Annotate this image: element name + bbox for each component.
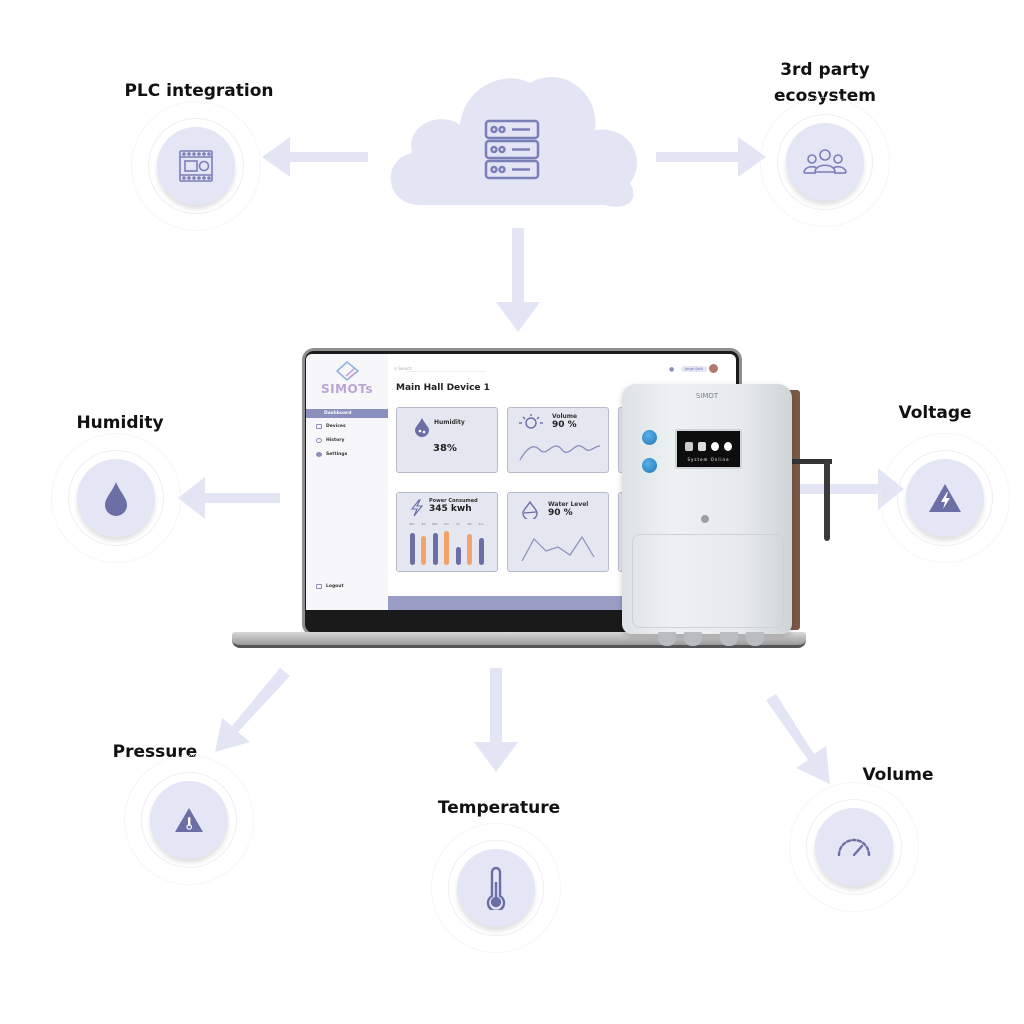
ecosystem-node: [760, 97, 890, 227]
voltage-node: [880, 433, 1010, 563]
humidity-drop-icon: [415, 418, 429, 437]
power-day-label: Sat: [467, 523, 472, 526]
power-bar: [421, 536, 426, 565]
arrow-to-voltage: [800, 468, 904, 510]
arrow-to-pressure: [215, 668, 290, 752]
page-title: Main Hall Device 1: [396, 383, 490, 393]
gauge-icon: [837, 838, 871, 857]
device-display: System Online: [675, 429, 742, 469]
device-button-2[interactable]: [642, 458, 657, 473]
water-drop-icon: [105, 482, 127, 516]
power-day-label: Wed: [432, 523, 438, 526]
power-day-label: Tue: [421, 523, 426, 526]
volume-node: [789, 782, 919, 912]
notification-bell-icon[interactable]: ●: [669, 366, 675, 373]
plc-module-icon: [179, 150, 213, 182]
search-input[interactable]: ⚲ Search: [394, 366, 412, 371]
plc-integration-label: PLC integration: [124, 81, 274, 101]
dashboard-sidebar: SIMOTs Dashboard Devices History Setting…: [306, 354, 388, 610]
sidebar-item-history[interactable]: History: [316, 438, 344, 443]
cloud-hub: [390, 77, 638, 207]
volume-line-chart: [519, 445, 601, 461]
humidity-node: [51, 433, 181, 563]
power-bar: [444, 531, 449, 565]
lightning-icon: [410, 499, 424, 517]
water-level-card[interactable]: Water Level 90 %: [507, 492, 609, 572]
arrow-to-plc: [262, 137, 368, 177]
power-bar: [432, 533, 438, 565]
device-enclosure: [622, 384, 792, 634]
volume-card[interactable]: Volume 90 %: [507, 407, 609, 473]
sidebar-item-dashboard[interactable]: Dashboard: [306, 409, 388, 418]
voltage-label: Voltage: [898, 403, 972, 423]
power-bar: [478, 538, 484, 565]
ecosystem-label-line1: 3rd party: [780, 60, 870, 80]
sidebar-item-devices[interactable]: Devices: [316, 424, 346, 429]
temperature-node: [431, 823, 561, 953]
device-cover: [632, 534, 784, 628]
arrow-to-volume: [766, 694, 830, 784]
server-rack-icon: [484, 119, 540, 180]
arrow-to-humidity: [178, 477, 280, 519]
simot-device: SIMOT System Online: [622, 384, 832, 646]
high-voltage-warning-icon: [929, 484, 961, 512]
cable-gland: [720, 632, 738, 646]
power-day-label: Mon: [409, 523, 415, 526]
history-icon: [316, 438, 322, 443]
antenna: [824, 459, 830, 541]
cable-gland: [746, 632, 764, 646]
gauge-sun-icon: [519, 414, 543, 429]
humidity-card[interactable]: Humidity 38%: [396, 407, 498, 473]
user-name-badge[interactable]: Jorge Seth: [681, 366, 708, 372]
power-bar: [455, 547, 461, 565]
simots-logo-icon: [335, 360, 360, 382]
power-bar-chart: Mon Tue Wed Thu Fri Sat Sun: [407, 523, 489, 567]
water-level-drop-icon: [522, 501, 538, 519]
device-brand: SIMOT: [695, 392, 719, 400]
cable-gland: [684, 632, 702, 646]
arrow-to-ecosystem: [656, 137, 766, 177]
power-day-label: Thu: [444, 523, 449, 526]
status-light: [701, 515, 709, 523]
cable-gland: [658, 632, 676, 646]
pressure-node: [124, 755, 254, 885]
device-status-text: System Online: [687, 457, 730, 462]
sidebar-item-settings[interactable]: Settings: [316, 452, 347, 457]
temperature-label: Temperature: [437, 798, 561, 818]
logout-icon: [316, 584, 322, 589]
volume-label: Volume: [862, 765, 934, 785]
arrow-to-temperature: [474, 668, 518, 772]
user-avatar[interactable]: [709, 364, 718, 373]
devices-icon: [316, 424, 322, 429]
power-day-label: Fri: [456, 523, 460, 526]
gear-icon: [316, 452, 322, 457]
logout-button[interactable]: Logout: [316, 584, 344, 589]
plc-integration-node: [131, 101, 261, 231]
users-group-icon: [803, 149, 847, 174]
thermometer-icon: [486, 866, 506, 910]
power-bar: [409, 533, 415, 565]
temperature-warning-icon: [175, 808, 203, 832]
water-level-line-chart: [521, 535, 595, 562]
device-button-1[interactable]: [642, 430, 657, 445]
brand-logo: SIMOTs: [321, 382, 373, 396]
power-bar: [467, 534, 472, 565]
arrow-to-dashboard: [496, 228, 540, 332]
humidity-label: Humidity: [76, 413, 164, 433]
power-day-label: Sun: [478, 523, 484, 526]
